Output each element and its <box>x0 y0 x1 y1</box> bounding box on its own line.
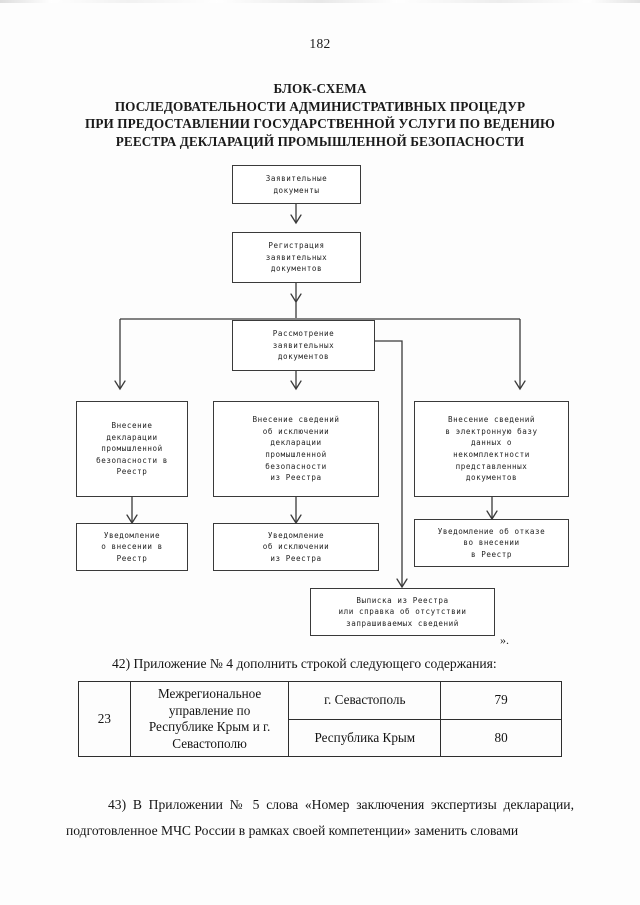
flow-node-label: Заявительные документы <box>265 173 328 195</box>
flow-node-label: Выписка из Реестра или справка об отсутс… <box>338 595 467 628</box>
title-line-4: РЕЕСТРА ДЕКЛАРАЦИЙ ПРОМЫШЛЕННОЙ БЕЗОПАСН… <box>115 133 525 149</box>
flow-node-label: Внесение сведений об исключении декларац… <box>252 415 340 483</box>
flow-node-label: Внесение декларации промышленной безопас… <box>96 421 168 477</box>
flow-node-registry-extract: Выписка из Реестра или справка об отсутс… <box>310 588 495 636</box>
page-number: 182 <box>309 36 331 51</box>
table-row: Республика Крым 80 <box>79 718 562 757</box>
table-cell-region: Республика Крым <box>288 718 442 757</box>
table-cell-organization: Межрегиональное управление по Республике… <box>129 681 290 757</box>
flow-node-notice-of-refusal: Уведомление об отказе во внесении в Реес… <box>414 519 569 567</box>
table-row: 23 Межрегиональное управление по Республ… <box>78 681 562 757</box>
scan-edge-artifact <box>0 0 640 3</box>
flow-node-label: Внесение сведений в электронную базу дан… <box>445 415 538 483</box>
flow-node-label: Регистрация заявительных документов <box>265 241 328 274</box>
table-cell-code: 80 <box>440 718 562 757</box>
paragraph-item-43: 43) В Приложении № 5 слова «Номер заключ… <box>66 797 574 838</box>
table-cell-number: 23 <box>78 681 131 757</box>
flow-node-applicant-documents: Заявительные документы <box>232 165 361 204</box>
title-line-2: ПОСЛЕДОВАТЕЛЬНОСТИ АДМИНИСТРАТИВНЫХ ПРОЦ… <box>114 98 526 114</box>
paragraph-item-42: 42) Приложение № 4 дополнить строкой сле… <box>112 656 497 671</box>
appendix-table: 23 Межрегиональное управление по Республ… <box>78 681 562 757</box>
flow-node-label: Рассмотрение заявительных документов <box>272 329 335 362</box>
table-cell-region: г. Севастополь <box>288 681 442 720</box>
flow-node-registration: Регистрация заявительных документов <box>232 232 361 283</box>
flow-node-label: Уведомление о внесении в Реестр <box>101 530 163 563</box>
document-title: БЛОК-СХЕМА ПОСЛЕДОВАТЕЛЬНОСТИ АДМИНИСТРА… <box>0 80 640 150</box>
flow-node-entry-into-registry: Внесение декларации промышленной безопас… <box>76 401 188 497</box>
flow-node-label: Уведомление об исключении из Реестра <box>262 530 330 563</box>
flow-node-notice-of-exclusion: Уведомление об исключении из Реестра <box>213 523 379 571</box>
closing-quote: ». <box>500 633 509 647</box>
flow-node-label: Уведомление об отказе во внесении в Реес… <box>437 526 546 559</box>
table-cell-code: 79 <box>440 681 562 720</box>
flow-node-review: Рассмотрение заявительных документов <box>232 320 375 371</box>
flow-node-notice-of-entry: Уведомление о внесении в Реестр <box>76 523 188 571</box>
title-line-1: БЛОК-СХЕМА <box>273 81 367 96</box>
title-line-3: ПРИ ПРЕДОСТАВЛЕНИИ ГОСУДАРСТВЕННОЙ УСЛУГ… <box>84 116 556 131</box>
flow-node-exclusion-from-registry: Внесение сведений об исключении декларац… <box>213 401 379 497</box>
flow-node-incomplete-set-database: Внесение сведений в электронную базу дан… <box>414 401 569 497</box>
